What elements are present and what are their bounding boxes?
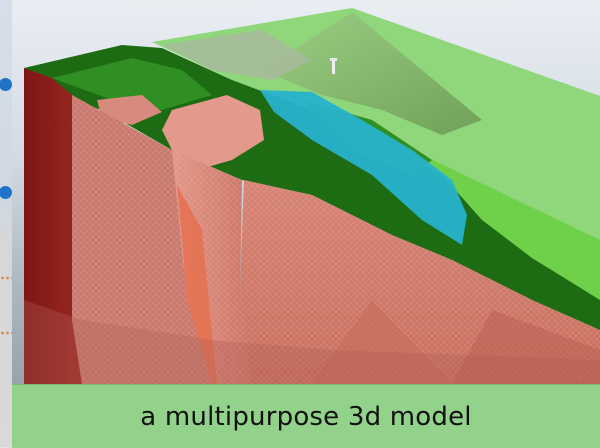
rock-exposure-top <box>162 95 264 170</box>
orange-dots-icon <box>0 331 13 335</box>
dark-green-terrain <box>24 45 600 330</box>
rock-exposure-top-2 <box>97 95 162 125</box>
blue-bullet-icon <box>0 186 12 199</box>
blue-bullet-icon <box>0 78 12 91</box>
mountain-shadow <box>162 30 312 80</box>
mid-green-terrain <box>52 58 212 110</box>
orange-dots-icon <box>0 276 13 280</box>
left-inner-mesh <box>72 95 212 384</box>
tower-marker-icon <box>330 58 337 74</box>
caption-bar: a multipurpose 3d model <box>12 384 600 448</box>
base-shadow <box>24 300 600 384</box>
front-mid-mesh <box>172 150 252 384</box>
rock-facet-2 <box>452 310 600 384</box>
model-viewport: · <box>12 0 600 384</box>
corner-mark: · <box>580 375 582 382</box>
rock-facet <box>312 300 452 384</box>
far-terrain-surface <box>152 8 600 300</box>
caption-text: a multipurpose 3d model <box>140 401 472 432</box>
mountain-ridge <box>262 12 482 135</box>
geological-3d-block-model: · <box>24 8 600 384</box>
slide-left-margin <box>0 0 13 447</box>
left-outer-face <box>24 68 82 384</box>
lake <box>260 90 467 245</box>
